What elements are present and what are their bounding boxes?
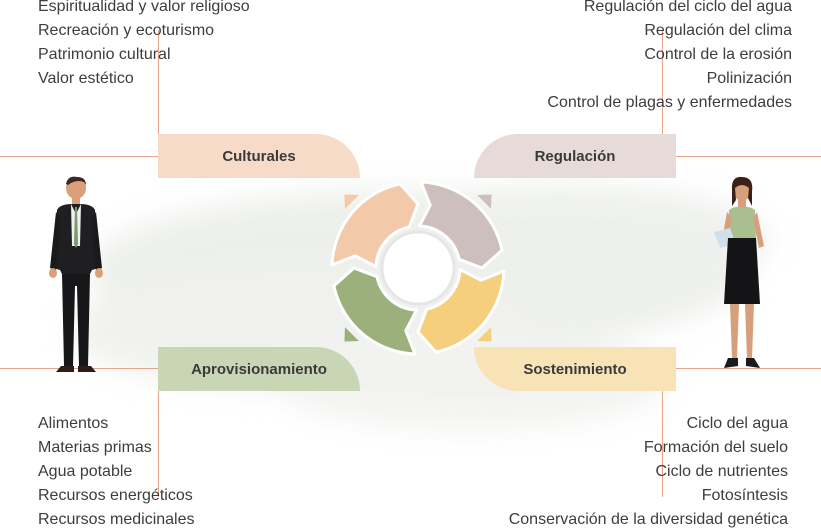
list-item: Recursos energéticos [38,487,193,504]
cycle-segment-culturales [330,182,420,269]
arrowhead-aprovisionamiento [344,327,359,342]
list-item: Formación del suelo [643,439,788,456]
list-item: Polinización [706,70,792,87]
list-item: Valor estético [38,70,134,87]
cycle-segment-regulacion [417,180,504,270]
sostenimiento-tab: Sostenimiento [474,347,676,391]
list-item: Ciclo del agua [686,415,788,432]
regulacion-list: Regulación del ciclo del agua Regulación… [547,0,792,115]
list-item: Espiritualidad y valor religioso [38,0,250,15]
frame-regulacion [662,30,821,157]
list-item: Patrimonio cultural [38,46,171,63]
aprovisionamiento-tab: Aprovisionamiento [158,347,360,391]
sostenimiento-list: Ciclo del agua Formación del suelo Ciclo… [509,412,788,532]
list-item: Control de la erosión [644,46,792,63]
list-item: Materias primas [38,439,152,456]
arrowhead-culturales [344,194,359,209]
regulacion-title: Regulación [534,147,616,165]
list-item: Recreación y ecoturismo [38,22,215,39]
list-item: Regulación del ciclo del agua [583,0,792,15]
frame-sostenimiento [662,368,821,497]
regulacion-tab: Regulación [474,134,676,178]
cycle-segment-aprovisionamiento [332,266,419,356]
sostenimiento-title: Sostenimiento [523,360,627,378]
list-item: Control de plagas y enfermedades [547,94,792,111]
culturales-title: Culturales [222,147,296,165]
culturales-tab: Culturales [158,134,360,178]
cycle-center-ring [380,230,456,306]
arrowhead-regulacion [477,194,492,209]
cycle-diagram [330,180,506,356]
list-item: Recursos medicinales [38,511,195,528]
aprovisionamiento-title: Aprovisionamiento [191,360,327,378]
businesswoman-figure [714,176,764,368]
list-item: Alimentos [38,415,109,432]
list-item: Conservación de la diversidad genética [508,511,788,528]
arrowhead-sostenimiento [477,327,492,342]
list-item: Fotosíntesis [701,487,788,504]
list-item: Agua potable [38,463,133,480]
list-item: Ciclo de nutrientes [655,463,788,480]
culturales-list: Espiritualidad y valor religioso Recreac… [38,0,250,91]
frame-culturales [0,30,159,157]
list-item: Regulación del clima [644,22,792,39]
aprovisionamiento-list: Alimentos Materias primas Agua potable R… [38,412,195,532]
businessman-figure [49,176,103,372]
cycle-segment-sostenimiento [416,267,506,354]
